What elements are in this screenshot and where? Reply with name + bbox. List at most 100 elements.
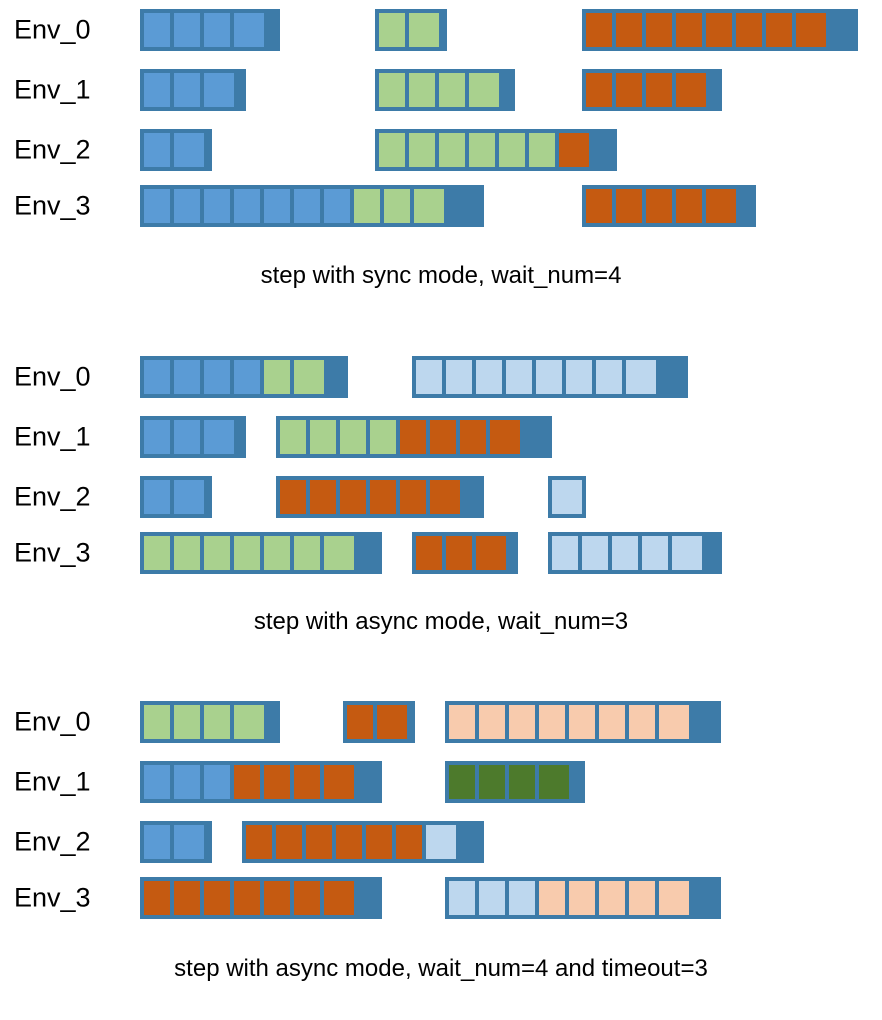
step-cell-orange[interactable] bbox=[490, 420, 520, 454]
step-cell-light-blue[interactable] bbox=[536, 360, 566, 394]
step-cell-blue[interactable] bbox=[264, 189, 294, 223]
step-cell-dark-green[interactable] bbox=[449, 765, 479, 799]
step-group[interactable] bbox=[375, 129, 617, 171]
step-cell-blue[interactable] bbox=[234, 13, 264, 47]
step-cell-green[interactable] bbox=[310, 420, 340, 454]
step-cell-light-blue[interactable] bbox=[672, 536, 702, 570]
step-group[interactable] bbox=[412, 356, 688, 398]
step-group[interactable] bbox=[242, 821, 484, 863]
step-cell-light-blue[interactable] bbox=[596, 360, 626, 394]
step-cell-green[interactable] bbox=[144, 705, 174, 739]
step-cell-orange[interactable] bbox=[347, 705, 377, 739]
step-cell-green[interactable] bbox=[409, 13, 439, 47]
step-cell-orange[interactable] bbox=[476, 536, 506, 570]
step-cell-orange[interactable] bbox=[370, 480, 400, 514]
step-cell-light-blue[interactable] bbox=[426, 825, 456, 859]
step-cell-orange[interactable] bbox=[676, 13, 706, 47]
step-cell-green[interactable] bbox=[174, 705, 204, 739]
step-cell-light-orange[interactable] bbox=[569, 881, 599, 915]
step-cell-light-blue[interactable] bbox=[509, 881, 539, 915]
step-cell-green[interactable] bbox=[379, 133, 409, 167]
step-cell-orange[interactable] bbox=[234, 881, 264, 915]
step-cell-light-orange[interactable] bbox=[599, 705, 629, 739]
step-group[interactable] bbox=[548, 476, 586, 518]
step-cell-orange[interactable] bbox=[416, 536, 446, 570]
step-cell-light-orange[interactable] bbox=[629, 705, 659, 739]
step-cell-blue[interactable] bbox=[174, 189, 204, 223]
step-cell-orange[interactable] bbox=[446, 536, 476, 570]
step-cell-light-blue[interactable] bbox=[416, 360, 446, 394]
step-cell-green[interactable] bbox=[294, 360, 324, 394]
step-cell-blue[interactable] bbox=[204, 360, 234, 394]
step-cell-green[interactable] bbox=[280, 420, 310, 454]
step-cell-orange[interactable] bbox=[586, 189, 616, 223]
step-cell-blue[interactable] bbox=[204, 765, 234, 799]
step-cell-green[interactable] bbox=[354, 189, 384, 223]
step-cell-green[interactable] bbox=[439, 133, 469, 167]
step-cell-green[interactable] bbox=[370, 420, 400, 454]
step-cell-orange[interactable] bbox=[276, 825, 306, 859]
step-cell-green[interactable] bbox=[204, 536, 234, 570]
step-cell-blue[interactable] bbox=[144, 420, 174, 454]
step-cell-blue[interactable] bbox=[294, 189, 324, 223]
step-cell-orange[interactable] bbox=[324, 765, 354, 799]
step-cell-orange[interactable] bbox=[306, 825, 336, 859]
step-group[interactable] bbox=[375, 9, 447, 51]
step-cell-orange[interactable] bbox=[706, 13, 736, 47]
step-cell-orange[interactable] bbox=[676, 189, 706, 223]
step-group[interactable] bbox=[445, 877, 721, 919]
step-cell-blue[interactable] bbox=[144, 13, 174, 47]
step-cell-green[interactable] bbox=[174, 536, 204, 570]
step-cell-orange[interactable] bbox=[310, 480, 340, 514]
step-cell-orange[interactable] bbox=[646, 189, 676, 223]
step-cell-blue[interactable] bbox=[144, 480, 174, 514]
step-cell-green[interactable] bbox=[379, 73, 409, 107]
step-cell-orange[interactable] bbox=[144, 881, 174, 915]
step-cell-dark-green[interactable] bbox=[479, 765, 509, 799]
step-cell-orange[interactable] bbox=[246, 825, 276, 859]
step-cell-light-orange[interactable] bbox=[539, 705, 569, 739]
step-cell-orange[interactable] bbox=[340, 480, 370, 514]
step-cell-orange[interactable] bbox=[336, 825, 366, 859]
step-cell-orange[interactable] bbox=[646, 13, 676, 47]
step-cell-orange[interactable] bbox=[377, 705, 407, 739]
step-cell-green[interactable] bbox=[204, 705, 234, 739]
step-cell-blue[interactable] bbox=[144, 189, 174, 223]
step-cell-orange[interactable] bbox=[204, 881, 234, 915]
step-cell-green[interactable] bbox=[264, 360, 294, 394]
step-cell-light-blue[interactable] bbox=[449, 881, 479, 915]
step-cell-light-orange[interactable] bbox=[629, 881, 659, 915]
step-cell-orange[interactable] bbox=[676, 73, 706, 107]
step-cell-blue[interactable] bbox=[174, 765, 204, 799]
step-cell-green[interactable] bbox=[409, 133, 439, 167]
step-cell-green[interactable] bbox=[384, 189, 414, 223]
step-group[interactable] bbox=[276, 416, 552, 458]
step-cell-orange[interactable] bbox=[264, 881, 294, 915]
step-cell-blue[interactable] bbox=[144, 73, 174, 107]
step-cell-orange[interactable] bbox=[766, 13, 796, 47]
step-cell-light-blue[interactable] bbox=[446, 360, 476, 394]
step-cell-orange[interactable] bbox=[586, 13, 616, 47]
step-cell-green[interactable] bbox=[499, 133, 529, 167]
step-cell-green[interactable] bbox=[264, 536, 294, 570]
step-cell-orange[interactable] bbox=[174, 881, 204, 915]
step-cell-light-orange[interactable] bbox=[659, 881, 689, 915]
step-cell-green[interactable] bbox=[144, 536, 174, 570]
step-group[interactable] bbox=[343, 701, 415, 743]
step-cell-blue[interactable] bbox=[324, 189, 354, 223]
step-cell-orange[interactable] bbox=[280, 480, 310, 514]
step-group[interactable] bbox=[140, 476, 212, 518]
step-group[interactable] bbox=[140, 69, 246, 111]
step-cell-orange[interactable] bbox=[294, 765, 324, 799]
step-group[interactable] bbox=[412, 532, 518, 574]
step-group[interactable] bbox=[140, 701, 280, 743]
step-cell-green[interactable] bbox=[469, 73, 499, 107]
step-group[interactable] bbox=[140, 185, 484, 227]
step-cell-blue[interactable] bbox=[204, 13, 234, 47]
step-cell-light-orange[interactable] bbox=[449, 705, 479, 739]
step-cell-blue[interactable] bbox=[204, 189, 234, 223]
step-group[interactable] bbox=[548, 532, 722, 574]
step-cell-green[interactable] bbox=[529, 133, 559, 167]
step-cell-orange[interactable] bbox=[324, 881, 354, 915]
step-group[interactable] bbox=[375, 69, 515, 111]
